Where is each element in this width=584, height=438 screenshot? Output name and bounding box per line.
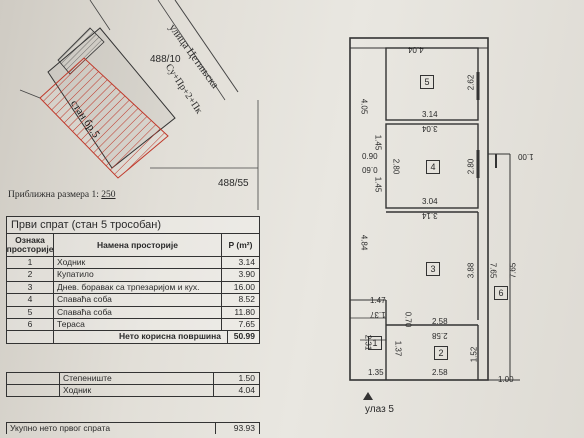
dim-label: 2.58 bbox=[432, 331, 448, 340]
common-name: Степениште bbox=[60, 373, 214, 384]
parcel-line bbox=[19, 89, 41, 99]
table-row: Степениште 1.50 bbox=[7, 373, 259, 385]
total-table: Укупно нето првог спрата 93.93 bbox=[6, 422, 260, 435]
dim-label: 2.80 bbox=[391, 158, 401, 175]
net-spacer bbox=[7, 331, 54, 343]
room-code: 1 bbox=[7, 257, 54, 269]
table-row: Ходник 4.04 bbox=[7, 385, 259, 396]
entrance-arrow bbox=[363, 392, 373, 400]
dim-label: 4.84 bbox=[359, 234, 369, 251]
street-edge bbox=[174, 0, 239, 93]
room-code: 5 bbox=[7, 306, 54, 318]
dim-label: 2.80 bbox=[466, 158, 476, 175]
rooms-table: Први спрат (стан 5 трособан) Ознака прос… bbox=[6, 216, 260, 344]
dim-label: 4.05 bbox=[359, 98, 369, 115]
common-spacer bbox=[7, 373, 60, 384]
net-value: 50.99 bbox=[233, 331, 255, 342]
dim-label: 1.00 bbox=[498, 375, 514, 384]
dim-label: 3.88 bbox=[466, 262, 476, 279]
room-area: 11.80 bbox=[234, 306, 255, 317]
dim-label: 2.31 bbox=[363, 334, 373, 351]
room-area: 7.65 bbox=[238, 318, 255, 329]
dim-label: 4.04 bbox=[408, 45, 424, 54]
room-name: Спаваћа соба bbox=[54, 306, 222, 318]
parcel-label: 488/10 bbox=[150, 54, 181, 65]
room-name: Днев. боравак са трпезаријом и кух. bbox=[54, 281, 222, 294]
dim-label: 3.04 bbox=[422, 197, 438, 206]
room-number-4: 4 bbox=[426, 160, 440, 174]
parcel-line bbox=[89, 0, 111, 31]
net-area-row: Нето корисна површина 50.99 bbox=[7, 331, 259, 343]
dim-label: 1.45 bbox=[373, 176, 383, 193]
dim-label: 1.52 bbox=[469, 346, 479, 363]
dim-label: 1.45 bbox=[373, 134, 383, 151]
dim-label: 2.58 bbox=[432, 317, 448, 326]
room-name: Ходник bbox=[54, 257, 222, 269]
common-areas-table: Степениште 1.50 Ходник 4.04 bbox=[6, 372, 260, 397]
dim-label: 1.37 bbox=[370, 310, 386, 319]
dim-label: 1.47 bbox=[370, 296, 386, 305]
room-name: Тераса bbox=[54, 318, 222, 331]
dim-label: 2.62 bbox=[466, 74, 476, 91]
dim-label: 7.65 bbox=[488, 262, 498, 279]
total-row: Укупно нето првог спрата 93.93 bbox=[7, 423, 259, 435]
entrance-label: улаз 5 bbox=[365, 404, 394, 415]
dim-label: 7.65 bbox=[508, 262, 518, 279]
room-area: 16.00 bbox=[233, 281, 255, 292]
common-area: 1.50 bbox=[238, 373, 255, 383]
common-spacer bbox=[7, 385, 60, 396]
room-number-1: 1 bbox=[368, 336, 382, 350]
common-name: Ходник bbox=[60, 385, 214, 396]
room-name: Купатило bbox=[54, 269, 222, 281]
dim-label: 1.37 bbox=[393, 340, 403, 357]
room-code: 3 bbox=[7, 281, 54, 294]
unit-highlight bbox=[39, 57, 169, 179]
dim-label: 3.14 bbox=[422, 110, 438, 119]
room-number-3: 3 bbox=[426, 262, 440, 276]
common-area: 4.04 bbox=[238, 385, 255, 395]
apartment-outline bbox=[349, 37, 489, 381]
site-plan bbox=[19, 0, 259, 210]
dim-label: 0.60 bbox=[362, 165, 378, 174]
scale-label: Приближна размера 1: bbox=[8, 190, 99, 200]
total-value: 93.93 bbox=[233, 423, 255, 433]
street-edge bbox=[157, 0, 226, 101]
room-area: 3.90 bbox=[238, 269, 255, 280]
table-header: Ознака просторије Намена просторије P (m… bbox=[7, 234, 259, 257]
room-number-6: 6 bbox=[494, 286, 508, 300]
room-area: 3.14 bbox=[238, 257, 255, 267]
total-label: Укупно нето првог спрата bbox=[7, 423, 216, 435]
room-area: 8.52 bbox=[238, 294, 255, 305]
parcel-label: 488/55 bbox=[218, 178, 249, 189]
header-code: Ознака просторије bbox=[6, 234, 54, 256]
room-code: 6 bbox=[7, 318, 54, 331]
header-name: Намена просторије bbox=[54, 234, 222, 256]
room-number-2: 2 bbox=[434, 346, 448, 360]
adjacent-building bbox=[57, 27, 105, 75]
room-name: Спаваћа соба bbox=[54, 294, 222, 306]
room-number-5: 5 bbox=[420, 75, 434, 89]
dim-label: 2.58 bbox=[432, 368, 448, 377]
header-area: P (m²) bbox=[228, 239, 253, 250]
dim-label: 3.04 bbox=[422, 124, 438, 133]
dim-label: 1.35 bbox=[368, 368, 384, 377]
dim-label: 0.90 bbox=[362, 152, 378, 161]
room-code: 2 bbox=[7, 269, 54, 281]
scale-note: Приближна размера 1: 250 bbox=[8, 190, 116, 200]
dim-label: 3.14 bbox=[422, 211, 438, 220]
room-code: 4 bbox=[7, 294, 54, 306]
dim-label: 0.70 bbox=[403, 311, 413, 328]
dim-label: 1.00 bbox=[518, 152, 534, 161]
scale-value: 250 bbox=[101, 190, 116, 200]
table-title: Први спрат (стан 5 трособан) bbox=[7, 217, 259, 234]
net-label: Нето корисна површина bbox=[54, 331, 228, 343]
